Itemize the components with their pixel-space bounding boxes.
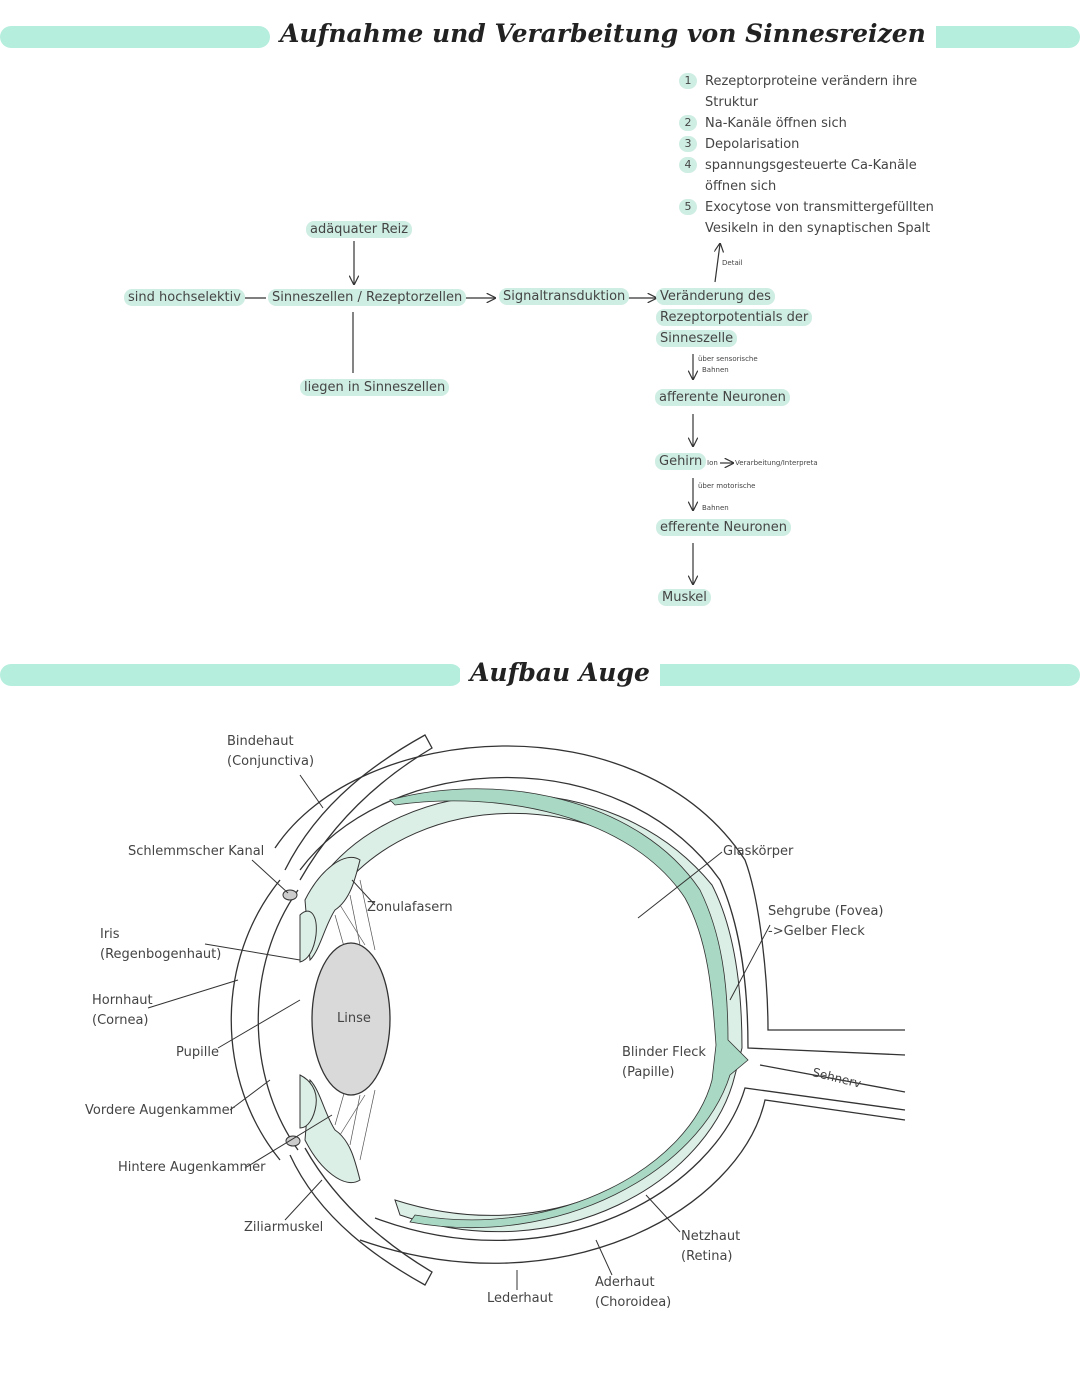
label-retina: Netzhaut(Retina) xyxy=(681,1229,741,1264)
node-adequate-stimulus: adäquater Reiz xyxy=(306,221,413,238)
detail-steps-list: 1 Rezeptorproteine verändern ihre Struktu… xyxy=(679,71,949,239)
label-schlemm-canal: Schlemmscher Kanal xyxy=(128,844,265,859)
node-sensory-cells: Sinneszellen / Rezeptorzellen xyxy=(268,289,467,306)
node-muscle: Muskel xyxy=(658,589,711,606)
schlemm-canal-top xyxy=(282,889,298,901)
step-item: 3 Depolarisation xyxy=(679,134,949,155)
step-number: 2 xyxy=(679,115,697,131)
cornea-outer xyxy=(230,879,281,1161)
note-brain-line1: Ion xyxy=(707,459,718,467)
label-bindehaut: Bindehaut(Conjunctiva) xyxy=(227,734,315,769)
node-change-line1: Veränderung des xyxy=(656,288,775,305)
label-vitreous: Glaskörper xyxy=(723,844,794,859)
step-text: Depolarisation xyxy=(705,137,800,152)
step-text: spannungsgesteuerte Ca-Kanäle öffnen sic… xyxy=(705,158,917,194)
label-fovea: Sehgrube (Fovea)->Gelber Fleck xyxy=(768,904,884,939)
arrow-detail xyxy=(715,244,720,283)
schlemm-canal-bottom xyxy=(285,1135,301,1147)
note-detail: Detail xyxy=(722,259,743,267)
step-item: 1 Rezeptorproteine verändern ihre Struktu… xyxy=(679,71,949,113)
note-sensory-line2: Bahnen xyxy=(702,366,729,374)
title-band-left xyxy=(0,26,270,48)
sclera-inner xyxy=(299,776,906,1241)
node-efferent: efferente Neuronen xyxy=(656,519,791,536)
optic-nerve-line xyxy=(759,1064,906,1093)
label-choroid: Aderhaut(Choroidea) xyxy=(595,1275,672,1310)
step-number: 4 xyxy=(679,157,697,173)
node-change-line3: Sinneszelle xyxy=(656,330,738,347)
lens xyxy=(311,942,391,1096)
step-text: Exocytose von transmittergefüllten Vesik… xyxy=(705,200,934,236)
node-afferent: afferente Neuronen xyxy=(655,389,790,406)
label-lens: Linse xyxy=(337,1011,371,1026)
note-brain-line2: Verarbeitung/Interpreta xyxy=(735,459,818,467)
sclera-outer xyxy=(274,745,906,1264)
node-transduction: Signaltransduktion xyxy=(499,288,630,305)
label-posterior-chamber: Hintere Augenkammer xyxy=(118,1160,266,1175)
step-text: Na-Kanäle öffnen sich xyxy=(705,116,847,131)
cornea-inner xyxy=(257,889,299,1151)
node-brain: Gehirn xyxy=(655,453,707,470)
section1-title: Aufnahme und Verarbeitung von Sinnesreiz… xyxy=(270,19,936,48)
note-motor-line2: Bahnen xyxy=(702,504,729,512)
label-blind-spot: Blinder Fleck(Papille) xyxy=(622,1045,706,1080)
note-sensory-line1: über sensorische xyxy=(698,355,758,363)
ciliary-top xyxy=(304,856,361,962)
step-item: 4 spannungsgesteuerte Ca-Kanäle öffnen si… xyxy=(679,155,949,197)
label-ciliary-muscle: Ziliarmuskel xyxy=(244,1220,324,1235)
section2-band-left xyxy=(0,664,462,686)
label-sclera: Lederhaut xyxy=(487,1291,553,1306)
step-number: 3 xyxy=(679,136,697,152)
node-location: liegen in Sinneszellen xyxy=(300,379,450,396)
label-pupil: Pupille xyxy=(176,1045,219,1060)
note-motor-line1: über motorische xyxy=(698,482,756,490)
conjunctiva-bottom xyxy=(289,1147,433,1286)
step-number: 5 xyxy=(679,199,697,215)
node-highly-selective: sind hochselektiv xyxy=(124,289,245,306)
label-anterior-chamber: Vordere Augenkammer xyxy=(85,1103,235,1118)
step-text: Rezeptorproteine verändern ihre Struktur xyxy=(705,74,918,110)
iris-bottom xyxy=(299,1074,317,1129)
step-item: 5 Exocytose von transmittergefüllten Vesi… xyxy=(679,197,949,239)
retina xyxy=(389,788,749,1229)
section2-title: Aufbau Auge xyxy=(460,658,660,687)
ciliary-bottom xyxy=(304,1078,361,1184)
step-item: 2 Na-Kanäle öffnen sich xyxy=(679,113,949,134)
label-cornea: Hornhaut(Cornea) xyxy=(92,993,153,1028)
conjunctiva-top xyxy=(284,734,433,881)
iris-top xyxy=(299,910,317,963)
section2-band-right xyxy=(618,664,1080,686)
step-number: 1 xyxy=(679,73,697,89)
label-zonula-fibres: Zonulafasern xyxy=(367,900,453,915)
label-iris: Iris(Regenbogenhaut) xyxy=(100,927,222,962)
node-change-line2: Rezeptorpotentials der xyxy=(656,309,813,326)
